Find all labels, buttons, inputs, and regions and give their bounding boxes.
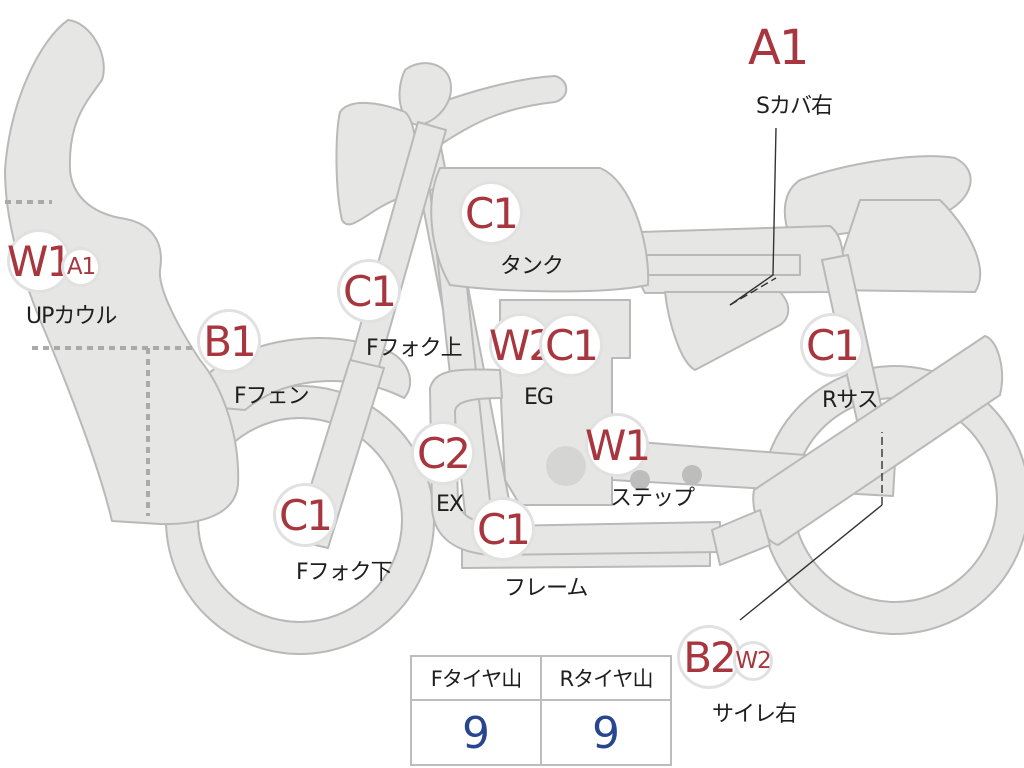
front-fender-grade: B1	[200, 312, 258, 370]
rear-tread-value: 9	[540, 701, 670, 766]
step-peg-right	[682, 465, 702, 485]
engine-cover	[546, 446, 586, 486]
engine-label: EG	[524, 385, 554, 410]
tank-grade: C1	[462, 184, 520, 242]
frame-grade: C1	[474, 500, 532, 558]
step-grade: W1	[585, 416, 651, 474]
front-tread-value: 9	[462, 708, 490, 759]
step-peg-left	[630, 470, 650, 490]
tire-tread-value-row: 9 9	[412, 701, 670, 766]
engine-grade: W2	[489, 316, 555, 374]
frame-label: フレーム	[504, 576, 588, 601]
tank-label: タンク	[500, 254, 564, 279]
silencer-label: サイレ右	[712, 702, 797, 727]
step-label: ステップ	[610, 486, 695, 511]
leader-seat-cover	[729, 127, 777, 306]
front-fender-label: Fフェン	[234, 384, 310, 409]
fork-lower-grade: C1	[276, 486, 334, 544]
upper-cowl-label: UPカウル	[26, 304, 117, 329]
exhaust-label: EX	[436, 492, 464, 517]
silencer-link-shape	[711, 509, 771, 566]
mirror-shape	[398, 62, 452, 126]
silencer-sub-grade: W2	[735, 644, 772, 678]
tail-lower-shape	[829, 199, 981, 293]
cowl-seams	[5, 200, 196, 516]
tire-tread-header-row: Fタイヤ山 Rタイヤ山	[412, 657, 670, 701]
leader-seat-cover-dash	[729, 277, 777, 306]
leader-silencer	[739, 504, 883, 621]
seat-cover-grade: A1	[748, 20, 809, 76]
frame-rear-rail-shape	[639, 254, 801, 276]
tire-tread-table: Fタイヤ山 Rタイヤ山 9 9	[410, 655, 672, 766]
fork-upper-label: Fフォク上	[366, 336, 463, 361]
exhaust-grade: C2	[414, 424, 472, 482]
engine-sub-grade: C1	[542, 316, 600, 374]
handlebar-shape	[414, 75, 568, 146]
rear-tread-header: Rタイヤ山	[540, 657, 670, 699]
seat-cover-label: Sカバ右	[756, 94, 833, 119]
silencer-grade: B2	[680, 628, 738, 686]
side-cover-shape	[664, 291, 790, 371]
front-tread-header: Fタイヤ山	[430, 667, 522, 691]
fork-upper-grade: C1	[340, 262, 398, 320]
upper-cowl-sub-grade: A1	[64, 250, 98, 284]
rear-suspension-label: Rサス	[822, 388, 879, 413]
rear-suspension-grade: C1	[803, 316, 861, 374]
upper-cowl-grade: W1	[7, 232, 73, 290]
exhaust-pipe-shape	[429, 368, 721, 556]
fork-lower-label: Fフォク下	[296, 560, 393, 585]
